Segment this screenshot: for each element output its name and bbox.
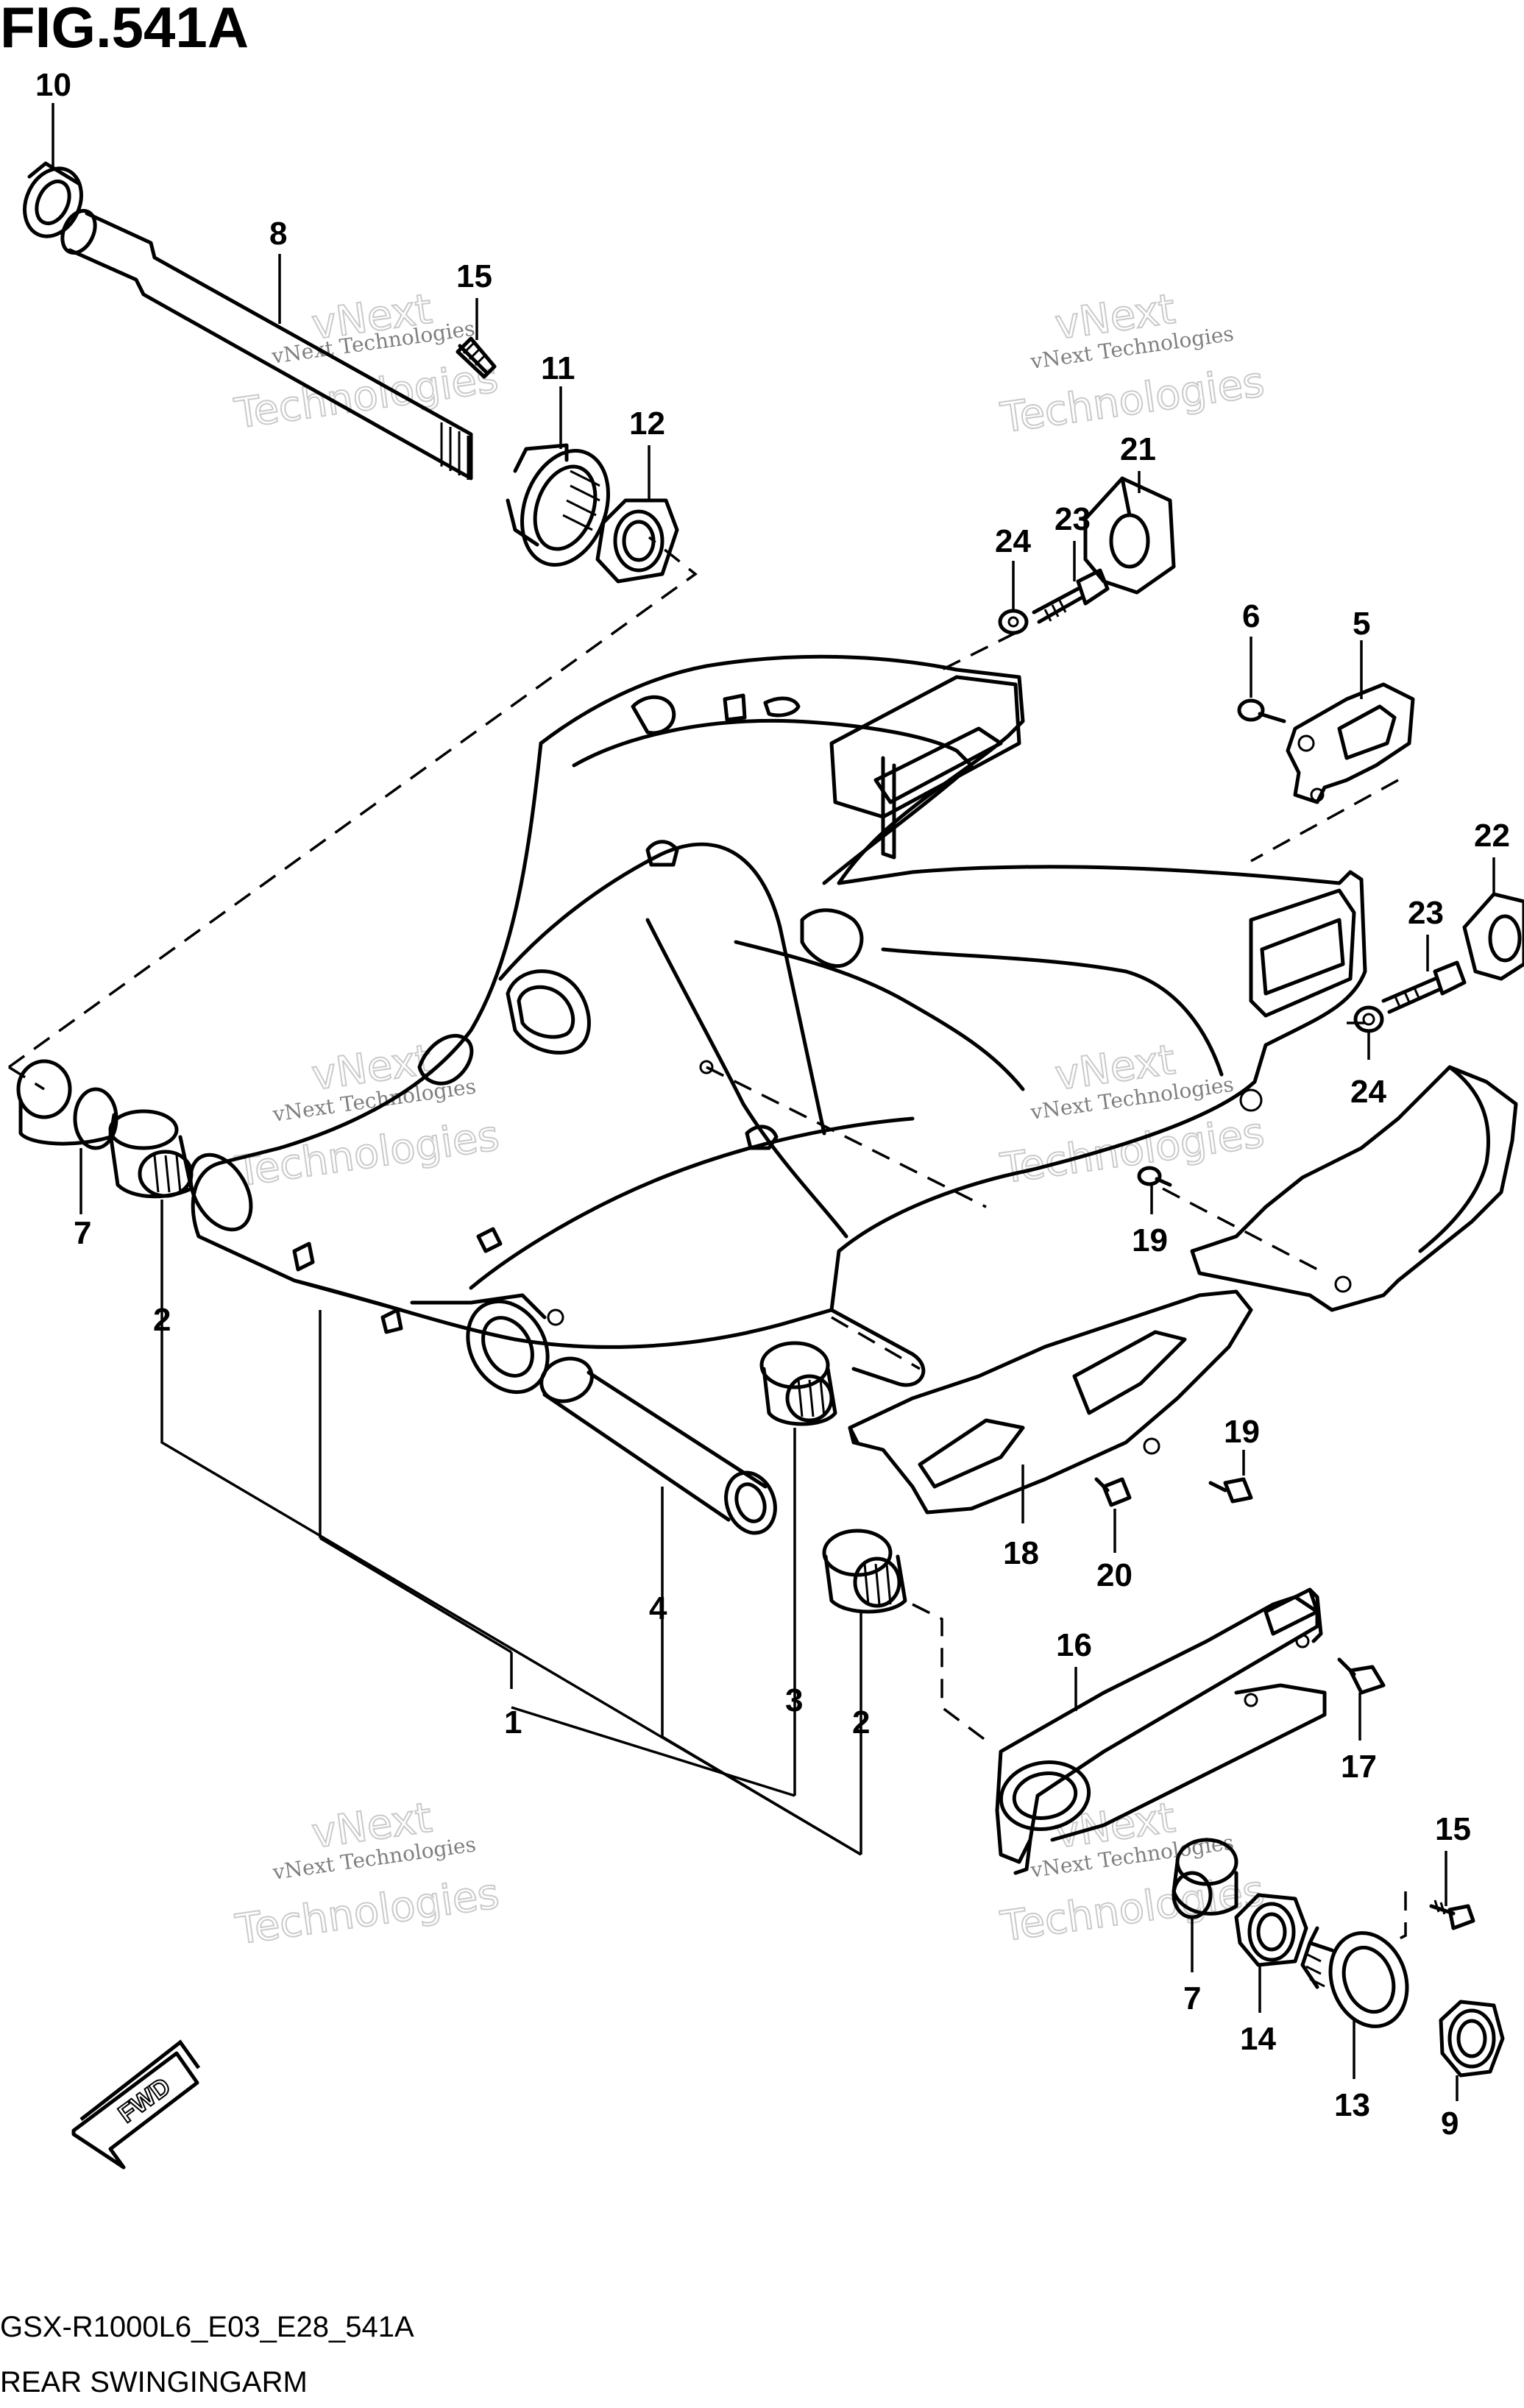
callout-18: 18 <box>1003 1535 1039 1571</box>
part-3-bearing <box>759 1341 837 1426</box>
part-11-adjuster <box>506 443 610 567</box>
callout-15-bottom: 15 <box>1435 1811 1471 1847</box>
watermark-mid-left: vNext vNext Technologies Technologies <box>232 1035 503 1197</box>
watermark-mid-right: vNext vNext Technologies Technologies <box>997 1035 1268 1194</box>
callout-11: 11 <box>541 350 575 386</box>
part-23-bolt-top <box>1032 568 1110 624</box>
part-2-bearing-left <box>108 1109 194 1199</box>
part-7-spacer-left <box>16 1059 118 1150</box>
callout-15-top: 15 <box>456 258 492 294</box>
callout-9: 9 <box>1441 2106 1459 2142</box>
part-15-screw-bottom <box>1429 1899 1475 1930</box>
callout-23-right: 23 <box>1408 895 1444 931</box>
part-18-chain-guard <box>848 1289 1253 1515</box>
part-19-bolt-lower <box>1208 1477 1253 1504</box>
callout-24-right: 24 <box>1350 1074 1386 1110</box>
part-20-bolt <box>1094 1477 1132 1507</box>
callout-5: 5 <box>1353 606 1370 642</box>
part-16-chain-slider <box>995 1587 1327 1875</box>
part-8-pivot-shaft <box>60 209 473 481</box>
figure-title: FIG.541A <box>0 0 249 60</box>
part-7-spacer-right <box>1172 1838 1238 1919</box>
callout-22: 22 <box>1474 818 1510 854</box>
watermark-bottom-left: vNext vNext Technologies Technologies <box>232 1793 503 1955</box>
part-13-adjuster <box>1300 1926 1409 2028</box>
part-24-washer-top <box>998 609 1029 635</box>
part-15-screw-top <box>456 336 497 379</box>
part-21-adjuster-block <box>1083 476 1176 595</box>
fwd-direction-arrow: FWD <box>71 2039 201 2170</box>
callout-2-right: 2 <box>852 1704 870 1741</box>
part-chain-cover <box>1190 1065 1518 1312</box>
callout-2-left: 2 <box>153 1302 171 1338</box>
callout-21: 21 <box>1120 431 1156 467</box>
part-23-bolt-right <box>1381 960 1467 1014</box>
part-2-bearing-right <box>822 1529 907 1614</box>
svg-text:Technologies: Technologies <box>233 1112 502 1197</box>
svg-text:Technologies: Technologies <box>233 1870 502 1955</box>
callout-10: 10 <box>35 67 71 103</box>
part-19-bolt-upper <box>1137 1166 1172 1187</box>
part-9-nut <box>1439 2000 1505 2078</box>
callout-labels: 10 8 15 11 12 21 24 23 6 5 22 23 24 7 2 … <box>35 67 1510 2142</box>
part-17-bolt <box>1337 1657 1386 1695</box>
part-5-plate <box>1286 682 1415 804</box>
part-22-adjuster-block-right <box>1462 892 1524 981</box>
part-4-shaft <box>539 1356 777 1535</box>
watermark-top-right: vNext vNext Technologies Technologies <box>997 285 1268 444</box>
callout-6: 6 <box>1242 598 1260 634</box>
figure-name: REAR SWINGINGARM <box>0 2366 308 2398</box>
callout-19-upper: 19 <box>1132 1222 1168 1258</box>
part-6-bolt <box>1237 698 1286 723</box>
callout-12: 12 <box>629 406 665 442</box>
figure-code: GSX-R1000L6_E03_E28_541A <box>0 2311 414 2343</box>
callout-16: 16 <box>1056 1627 1092 1663</box>
callout-7-left: 7 <box>74 1215 91 1251</box>
callout-24-top: 24 <box>995 523 1031 559</box>
callout-7-right: 7 <box>1183 1980 1201 2016</box>
part-14-locknut <box>1234 1893 1308 1967</box>
callout-14: 14 <box>1240 2021 1276 2057</box>
part-24-washer-right <box>1353 1005 1384 1033</box>
callout-19-lower: 19 <box>1224 1414 1260 1450</box>
callout-4: 4 <box>649 1590 667 1626</box>
callout-13: 13 <box>1334 2087 1370 2123</box>
callout-23-top: 23 <box>1055 501 1091 537</box>
callout-17: 17 <box>1341 1749 1377 1785</box>
callout-3: 3 <box>785 1682 803 1718</box>
part-12-locknut <box>595 498 679 584</box>
part-1-swingarm <box>188 654 1367 1395</box>
part-10-nut <box>23 161 83 238</box>
watermark-top-left: vNext vNext Technologies Technologies <box>231 285 502 439</box>
callout-20: 20 <box>1096 1557 1133 1593</box>
callout-8: 8 <box>269 216 287 252</box>
callout-1: 1 <box>504 1704 522 1741</box>
leader-lines <box>7 103 1495 2101</box>
